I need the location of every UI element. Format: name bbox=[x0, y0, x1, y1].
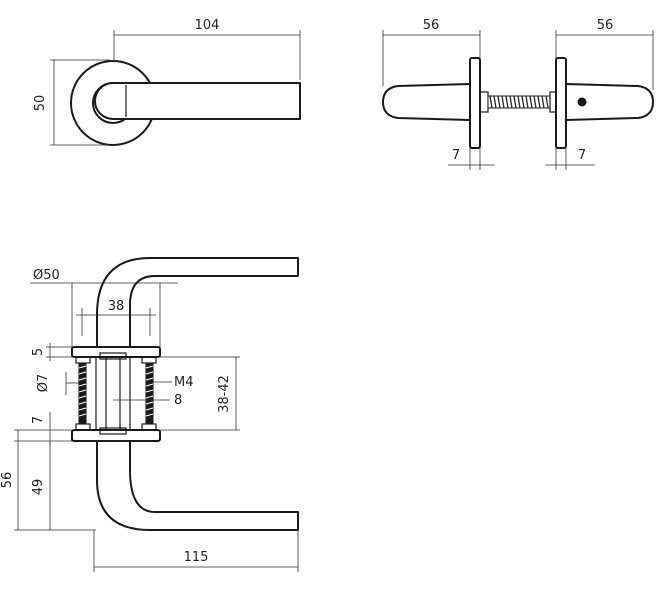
spindle-sleeve bbox=[95, 356, 131, 431]
left-spindle-sleeve bbox=[479, 91, 489, 113]
left-lever-body bbox=[382, 83, 471, 121]
view-lever-top: 56 56 7 7 bbox=[382, 18, 654, 170]
dim-label-lower-rose: 7 bbox=[31, 416, 46, 424]
dim-label-door-thickness: 38-42 bbox=[217, 375, 232, 413]
dim-label-spacing: 38 bbox=[108, 299, 125, 314]
dim-label-lever-length: 115 bbox=[184, 550, 209, 565]
left-rose-plate bbox=[469, 57, 481, 149]
screw-left bbox=[78, 362, 87, 425]
right-lever-body bbox=[565, 83, 654, 121]
spindle-cap-top bbox=[99, 352, 127, 360]
dim-label-right-rose: 7 bbox=[578, 148, 586, 163]
dim-label-rose-thickness: 5 bbox=[31, 348, 46, 356]
spindle-core bbox=[105, 356, 121, 431]
view-lever-side: 104 50 bbox=[33, 18, 301, 146]
thread-hatching bbox=[489, 95, 549, 109]
dim-label-rose-diameter: Ø50 bbox=[33, 268, 60, 283]
view-assembly: Ø50 38 5 Ø7 M4 8 38-42 7 49 bbox=[0, 257, 299, 572]
dim-label-height: 50 bbox=[33, 95, 48, 112]
dim-label-left-length: 56 bbox=[423, 18, 440, 33]
dim-label-thread: M4 bbox=[174, 375, 194, 390]
upper-lever bbox=[96, 257, 299, 348]
dim-label-lever-height: 49 bbox=[31, 479, 46, 496]
screw-right bbox=[145, 362, 154, 425]
lever-bar bbox=[94, 82, 301, 120]
dim-label-right-length: 56 bbox=[597, 18, 614, 33]
upper-rose-plate bbox=[71, 346, 161, 358]
dim-label-total-height: 56 bbox=[0, 472, 15, 489]
screw-thread-marks bbox=[78, 365, 154, 417]
lower-rose-plate bbox=[71, 429, 161, 442]
dim-label-length: 104 bbox=[195, 18, 220, 33]
dim-label-screw-diameter: Ø7 bbox=[36, 374, 51, 393]
lower-lever bbox=[96, 439, 299, 531]
dim-label-spindle: 8 bbox=[174, 393, 182, 408]
dim-label-left-rose: 7 bbox=[452, 148, 460, 163]
spindle-cap-bottom bbox=[99, 427, 127, 435]
set-screw-icon bbox=[577, 97, 587, 107]
right-rose-plate bbox=[555, 57, 567, 149]
